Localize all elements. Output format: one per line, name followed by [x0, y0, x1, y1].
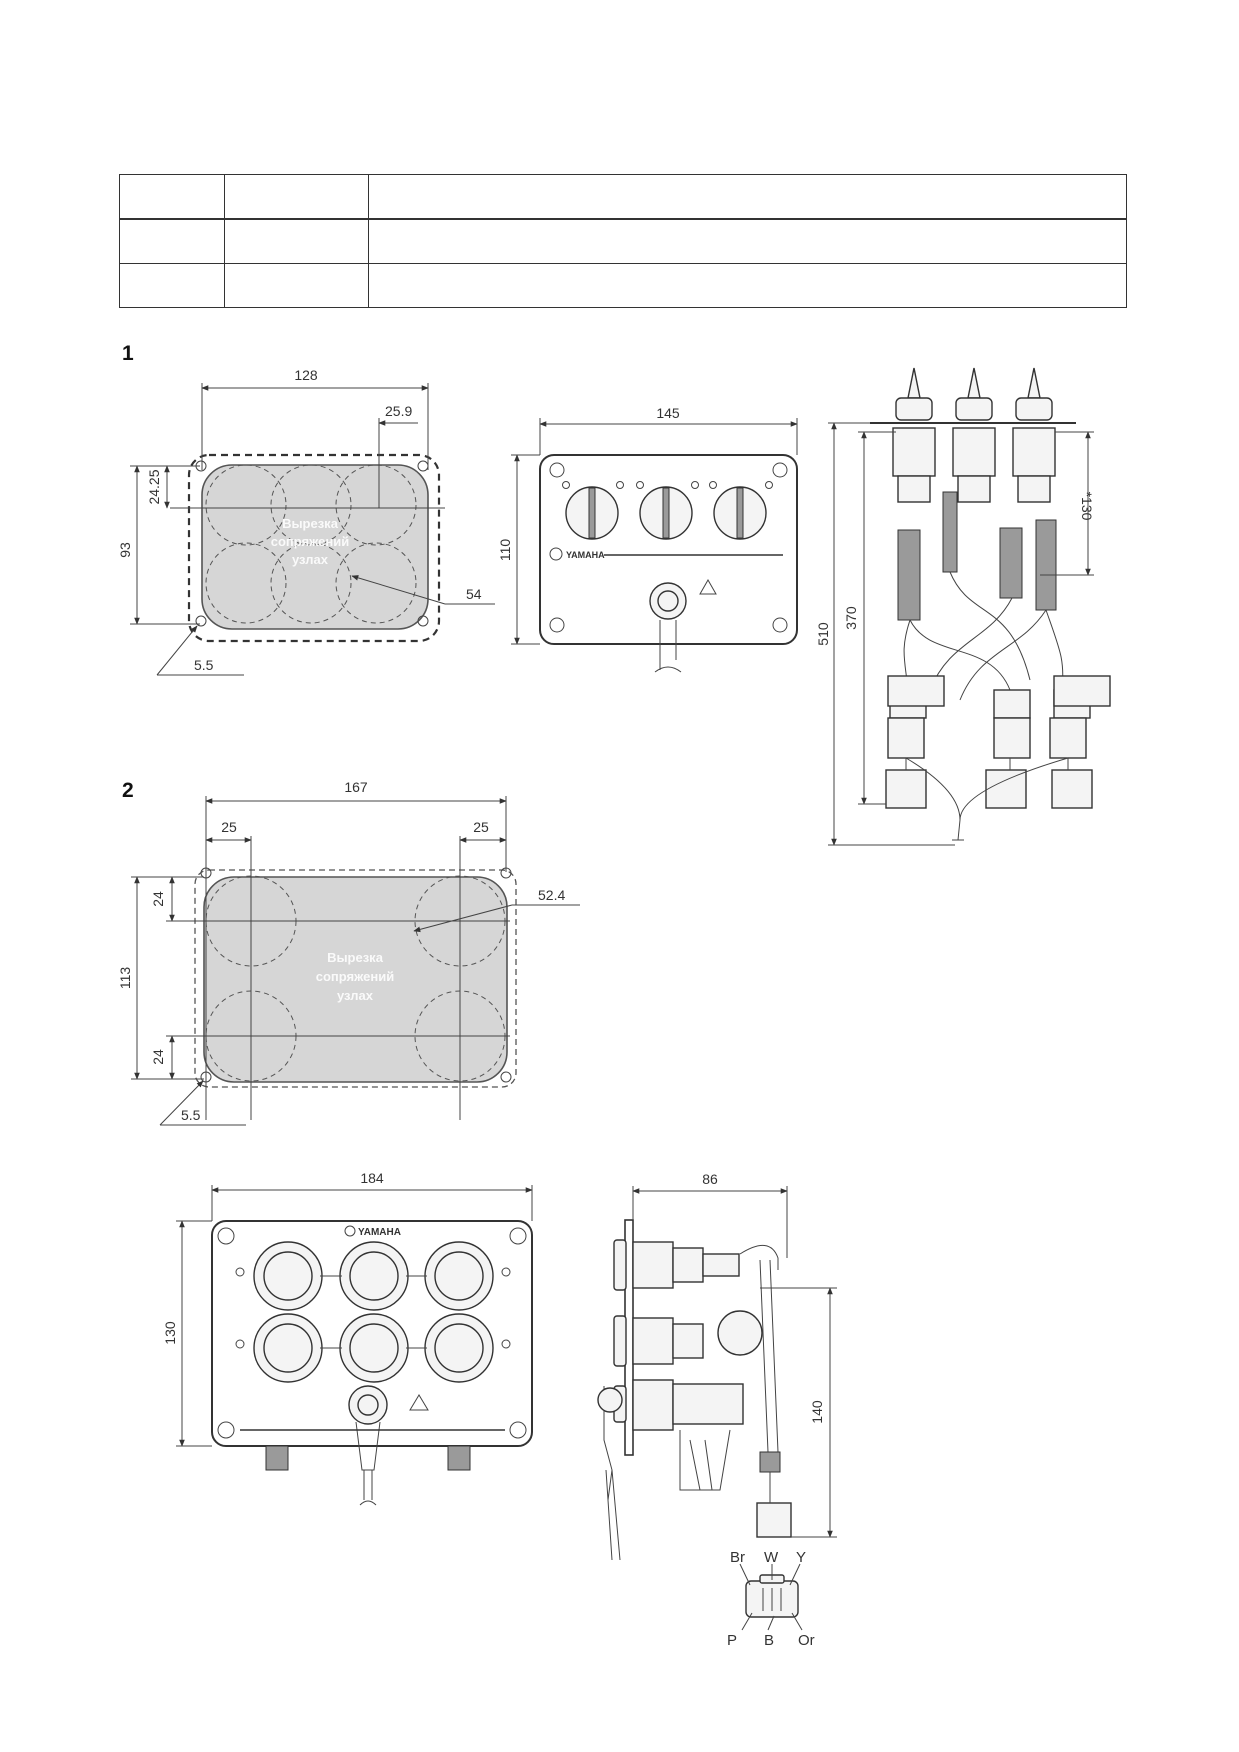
fig2-push-button	[253, 1241, 494, 1383]
yamaha-logo-icon	[344, 1225, 356, 1237]
pin-label: B	[764, 1632, 774, 1649]
dim-fig1-mount-hole: 5.5	[194, 657, 214, 673]
fig1-harness-side: 510 370 *130	[815, 367, 1111, 846]
dim-fig2-right-offset: 25	[473, 819, 489, 835]
dim-fig1-body-length: 370	[843, 606, 859, 630]
fig1-key-switch	[649, 582, 687, 673]
connector-pinout: Br W Y P B Or	[727, 1549, 815, 1649]
table-cell	[368, 263, 1127, 308]
pin-label: Br	[730, 1549, 745, 1566]
table-row	[119, 263, 1127, 308]
fig2-key-switch	[348, 1385, 388, 1506]
dim-fig1-height: 93	[117, 542, 133, 558]
dim-fig1-total-length: 510	[815, 622, 831, 646]
pin-label: P	[727, 1632, 737, 1649]
table-cell	[119, 263, 225, 308]
fig2-side-view: 86 140	[597, 1171, 837, 1561]
brand-label: YAMAHA	[358, 1227, 401, 1238]
dim-fig1-panel-height: 110	[497, 539, 513, 562]
fig2-panel-front: YAMAHA 184 130	[162, 1170, 533, 1506]
section-label-1: 1	[122, 342, 134, 365]
dim-fig2-width: 167	[344, 779, 368, 795]
fig1-cutout-drawing: Вырезка сопряжений узлах 128 25.9 24.25 …	[117, 367, 495, 676]
table-cell	[119, 174, 225, 220]
pin-label: Y	[796, 1549, 806, 1566]
watermark-line: узлах	[337, 988, 374, 1003]
spec-table	[119, 174, 1127, 308]
watermark-line: узлах	[292, 552, 329, 567]
dim-fig1-offset-y: 24.25	[146, 469, 162, 504]
yamaha-logo-icon	[549, 547, 563, 561]
dim-fig2-height: 113	[117, 967, 133, 990]
fig2-switch-body	[613, 1239, 763, 1431]
fig2-cable-gland	[265, 1445, 289, 1471]
dim-fig2-lead-length: 140	[809, 1400, 825, 1424]
dim-fig2-left-offset: 25	[221, 819, 237, 835]
dim-fig2-mount-hole: 5.5	[181, 1107, 201, 1123]
section-label-2: 2	[122, 779, 134, 802]
fig2-indicator-marks	[235, 1267, 511, 1349]
table-cell	[368, 174, 1127, 220]
fig1-wire-bundle	[897, 491, 1064, 701]
dim-fig2-top-offset: 24	[150, 891, 166, 907]
dim-fig2-bottom-offset: 24	[150, 1049, 166, 1065]
fig1-hole-circles	[205, 464, 417, 624]
watermark-line: сопряжений	[271, 534, 350, 549]
fig2-cutout-drawing: Вырезка сопряжений узлах 167 25 25 52.4 …	[117, 779, 580, 1126]
fig1-connector	[885, 675, 1111, 841]
warning-icon	[409, 1394, 429, 1411]
table-row	[119, 218, 1127, 264]
table-cell	[224, 174, 369, 220]
watermark-line: Вырезка	[327, 950, 384, 965]
watermark-line: Вырезка	[282, 516, 339, 531]
dim-fig1-width: 128	[294, 367, 318, 383]
dim-fig2-panel-height: 130	[162, 1321, 178, 1345]
dim-fig2-side-depth: 86	[702, 1171, 718, 1187]
fig1-rotary-switch	[565, 486, 767, 540]
dim-fig2-panel-width: 184	[360, 1170, 384, 1186]
fig2-cable-gland	[447, 1445, 471, 1471]
watermark-line: сопряжений	[316, 969, 395, 984]
warning-icon	[699, 578, 717, 595]
dim-fig1-offset-x: 25.9	[385, 403, 412, 419]
fig2-harness-lead	[597, 1245, 792, 1561]
dim-fig1-hole-dia: 54	[466, 586, 482, 602]
fig1-panel-front: YAMAHA 145 110	[497, 405, 798, 673]
fig1-indicator-marks	[562, 481, 773, 489]
fig2-cutout-area	[203, 876, 508, 1083]
dim-fig2-hole-dia: 52.4	[538, 887, 565, 903]
table-cell	[368, 218, 1127, 264]
dim-fig1-lead-length: *130	[1079, 492, 1095, 521]
fig1-switch-knob	[892, 367, 1056, 503]
table-cell	[224, 263, 369, 308]
fig1-mount-outline	[187, 453, 441, 643]
table-row	[119, 174, 1127, 220]
pin-label: Or	[798, 1632, 815, 1649]
brand-label: YAMAHA	[566, 550, 605, 560]
pin-label: W	[764, 1549, 779, 1566]
dim-fig1-panel-width: 145	[656, 405, 680, 421]
